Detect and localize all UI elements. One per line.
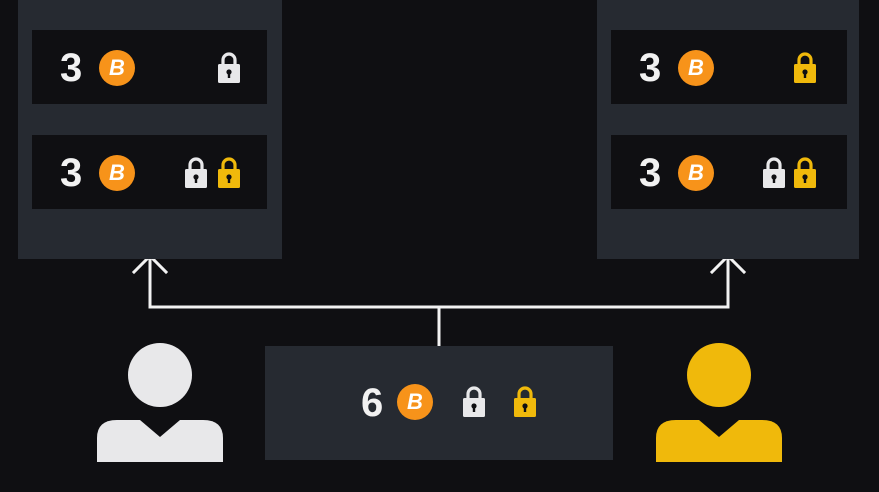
padlock-icon (762, 155, 786, 189)
funding-transaction-box: 6 B (265, 346, 613, 460)
padlock-icon (217, 50, 241, 84)
bitcoin-icon: B (678, 155, 714, 191)
padlock-icon (462, 384, 486, 418)
commitment-panel-right: 3 B 3 B (597, 0, 859, 259)
user-icon-white (95, 342, 225, 462)
commitment-panel-left: 3 B 3 B (18, 0, 282, 259)
output-row: 3 B (32, 135, 267, 209)
amount: 3 (60, 46, 83, 90)
bitcoin-icon: B (99, 155, 135, 191)
amount: 3 (60, 151, 83, 195)
bitcoin-icon: B (99, 50, 135, 86)
padlock-icon (217, 155, 241, 189)
padlock-icon (793, 50, 817, 84)
amount: 3 (639, 151, 662, 195)
padlock-icon (513, 384, 537, 418)
output-row: 3 B (32, 30, 267, 104)
user-icon-yellow (654, 342, 784, 462)
bitcoin-icon: B (397, 384, 433, 420)
padlock-icon (793, 155, 817, 189)
output-row: 3 B (611, 135, 847, 209)
amount: 6 (361, 381, 384, 425)
padlock-icon (184, 155, 208, 189)
output-row: 3 B (611, 30, 847, 104)
amount: 3 (639, 46, 662, 90)
bitcoin-icon: B (678, 50, 714, 86)
